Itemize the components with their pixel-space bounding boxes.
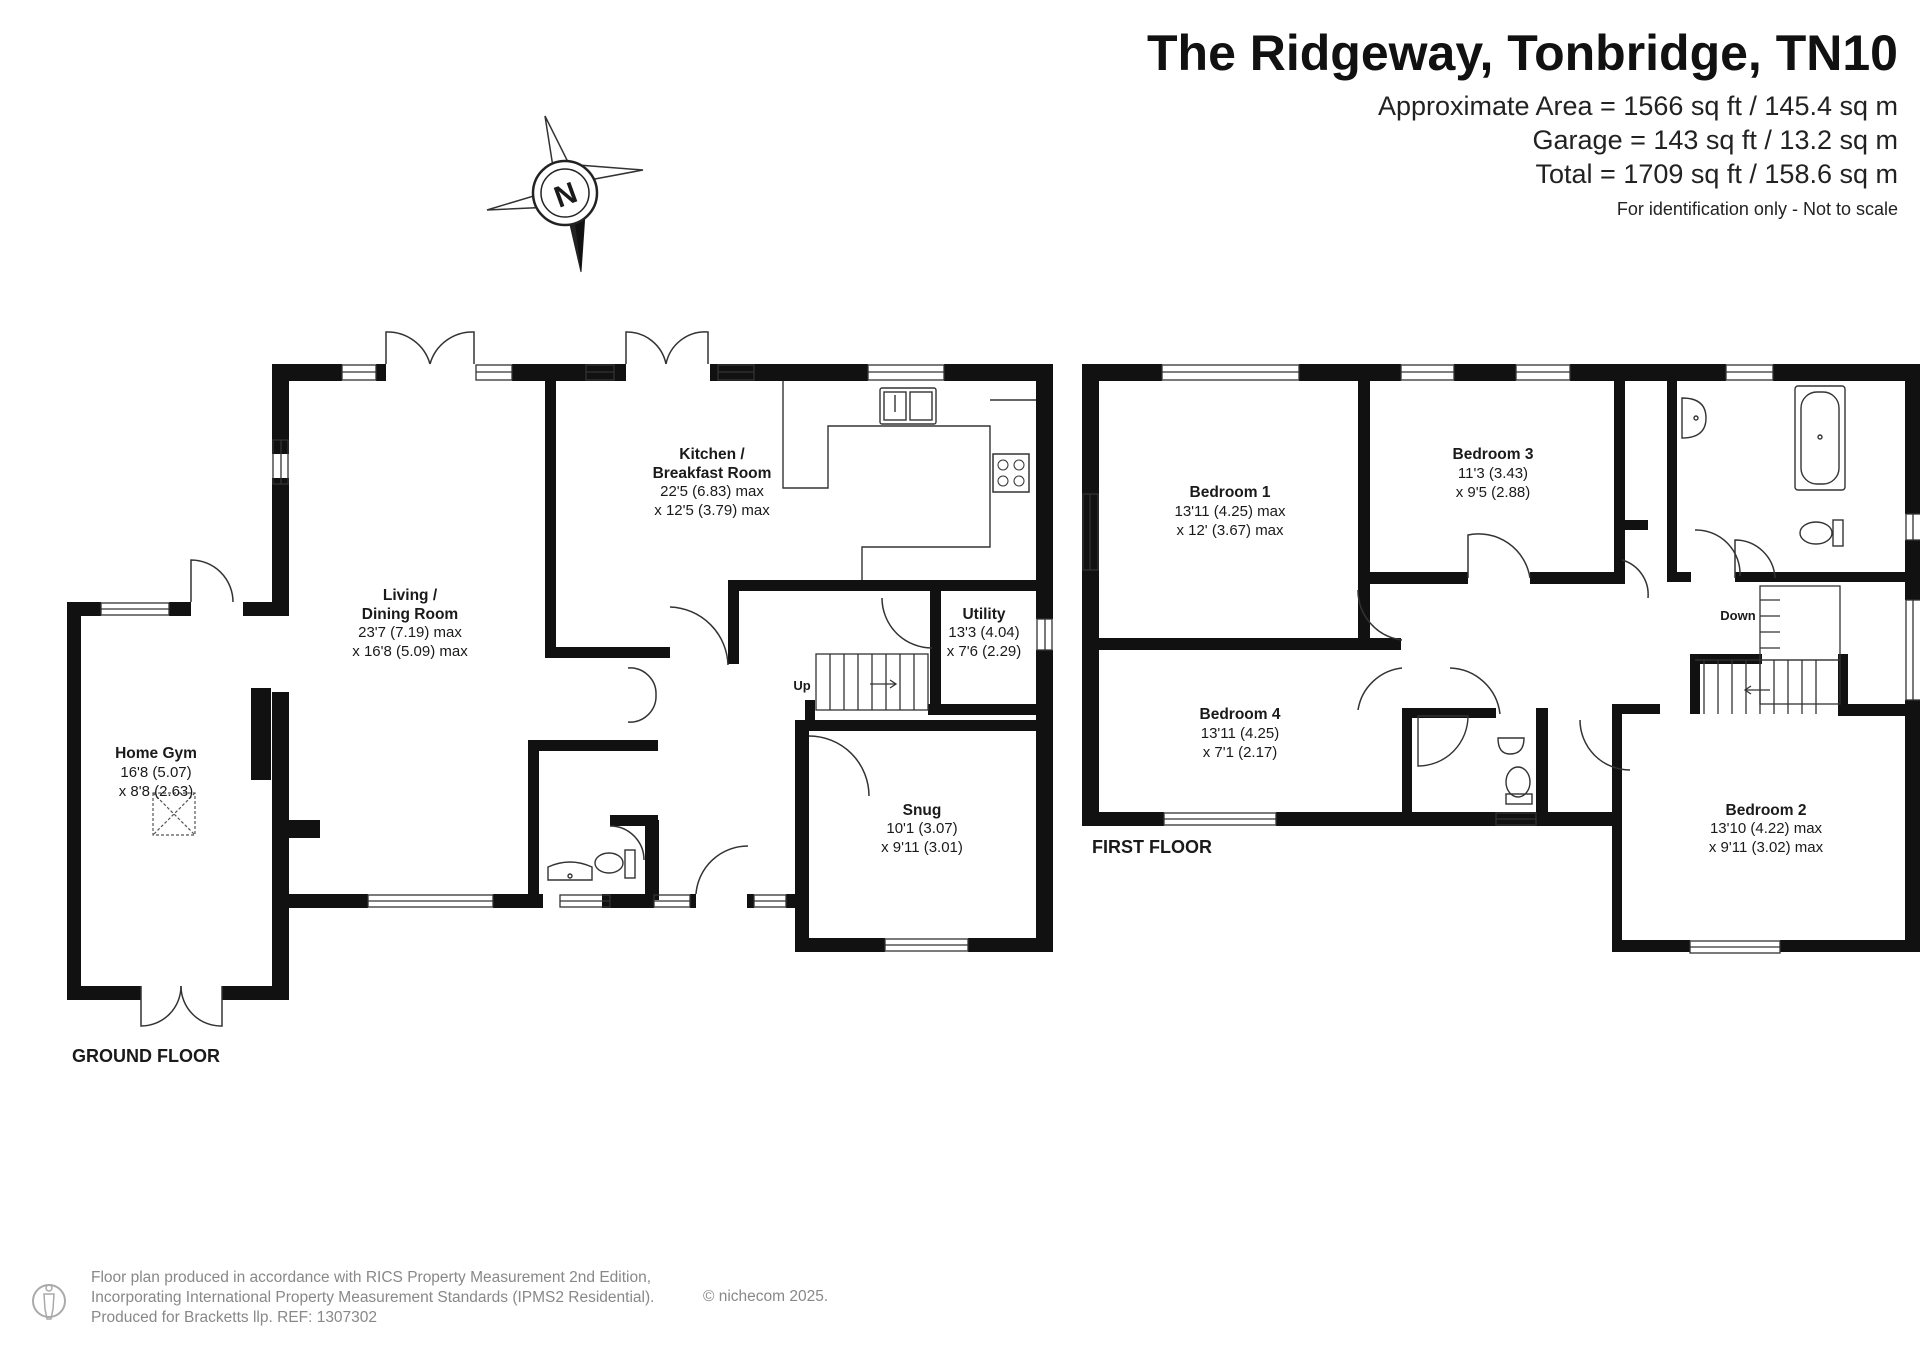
home-gym-label: Home Gym (115, 745, 197, 762)
living-dims-1: 23'7 (7.19) max (358, 624, 462, 641)
home-gym-dims-1: 16'8 (5.07) (120, 764, 191, 781)
property-title: The Ridgeway, Tonbridge, TN10 (1146, 25, 1898, 81)
footer-line-2: Incorporating International Property Mea… (91, 1289, 655, 1306)
utility-label: Utility (962, 606, 1005, 623)
first-floor-windows (1082, 364, 1920, 954)
first-floor-labels: Bedroom 1 13'11 (4.25) max x 12' (3.67) … (1175, 446, 1824, 856)
kitchen-dims-1: 22'5 (6.83) max (660, 483, 764, 500)
ground-floor-label: GROUND FLOOR (72, 1046, 220, 1066)
ground-floor-doors (140, 331, 933, 1027)
kitchen-dims-2: x 12'5 (3.79) max (654, 502, 770, 519)
compass-icon: N (486, 115, 644, 273)
first-floor-walls (1082, 364, 1920, 952)
snug-label: Snug (903, 802, 942, 819)
stairs-up-label: Up (793, 678, 810, 693)
bedroom4-label: Bedroom 4 (1200, 706, 1281, 723)
utility-dims-2: x 7'6 (2.29) (947, 643, 1022, 660)
bedroom2-dims-1: 13'10 (4.22) max (1710, 820, 1823, 837)
footer-notes: Floor plan produced in accordance with R… (91, 1268, 654, 1328)
bedroom2-label: Bedroom 2 (1726, 802, 1807, 819)
bedroom3-label: Bedroom 3 (1453, 446, 1534, 463)
kitchen-label-2: Breakfast Room (653, 465, 772, 482)
footer-line-1: Floor plan produced in accordance with R… (91, 1269, 652, 1286)
ground-floor-labels: Home Gym 16'8 (5.07) x 8'8 (2.63) Living… (115, 446, 1021, 856)
bedroom2-dims-2: x 9'11 (3.02) max (1709, 839, 1824, 856)
ground-stairs (815, 653, 929, 711)
bathroom-fittings (1417, 385, 1846, 805)
home-gym-dims-2: x 8'8 (2.63) (119, 783, 194, 800)
living-dims-2: x 16'8 (5.09) max (352, 643, 468, 660)
first-floor-stairs (1695, 585, 1841, 714)
first-floor-label: FIRST FLOOR (1092, 837, 1212, 857)
ground-floor-walls (67, 364, 1053, 1000)
total-area: Total = 1709 sq ft / 158.6 sq m (1535, 159, 1898, 189)
copyright-notice: © nichecom 2025. (703, 1288, 829, 1305)
snug-dims-1: 10'1 (3.07) (886, 820, 957, 837)
ground-floor-windows (100, 364, 1053, 952)
bedroom4-dims-1: 13'11 (4.25) (1201, 725, 1279, 742)
first-floor-doors (1357, 529, 1776, 771)
hob-icon (992, 453, 1030, 493)
bedroom4-dims-2: x 7'1 (2.17) (1203, 744, 1278, 761)
bedroom1-dims-2: x 12' (3.67) max (1176, 522, 1284, 539)
bedroom3-dims-1: 11'3 (3.43) (1458, 465, 1528, 482)
living-label-2: Dining Room (362, 606, 458, 623)
approximate-area: Approximate Area = 1566 sq ft / 145.4 sq… (1377, 91, 1898, 121)
stairs-down-label: Down (1720, 608, 1755, 623)
footer-line-3: Produced for Bracketts llp. REF: 1307302 (91, 1309, 378, 1326)
bedroom1-dims-1: 13'11 (4.25) max (1175, 503, 1286, 520)
scale-disclaimer: For identification only - Not to scale (1616, 199, 1898, 219)
skylight-icon (152, 792, 196, 836)
bedroom1-label: Bedroom 1 (1190, 484, 1271, 501)
kitchen-label-1: Kitchen / (679, 446, 745, 463)
wc-fittings (547, 849, 636, 881)
bedroom3-dims-2: x 9'5 (2.88) (1456, 484, 1531, 501)
snug-dims-2: x 9'11 (3.01) (881, 839, 963, 856)
person-icon (32, 1284, 66, 1320)
kitchen-units (782, 381, 1036, 580)
utility-dims-1: 13'3 (4.04) (948, 624, 1019, 641)
living-label-1: Living / (383, 587, 438, 604)
garage-area: Garage = 143 sq ft / 13.2 sq m (1532, 125, 1898, 155)
